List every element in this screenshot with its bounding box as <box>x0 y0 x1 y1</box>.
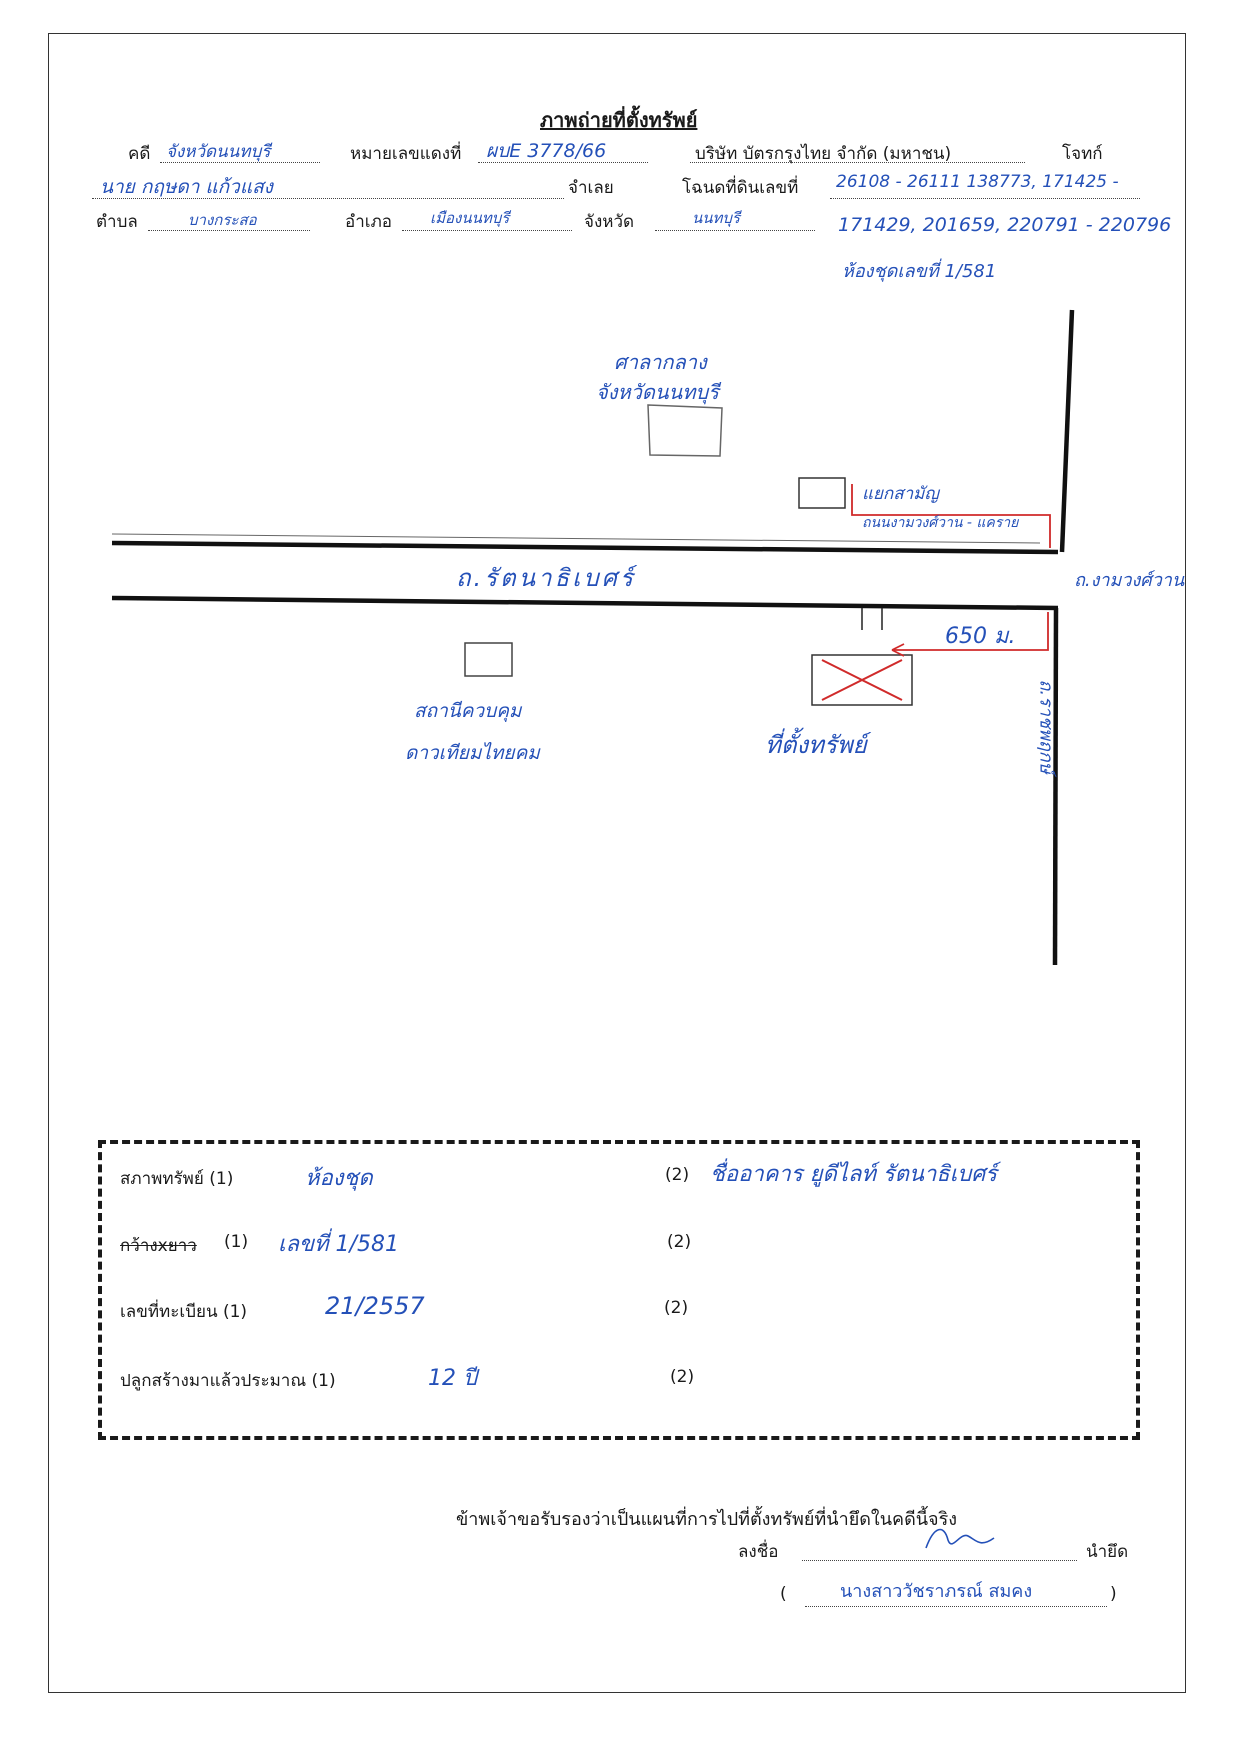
intersection-label-2: ถนนงามวงศ์วาน - แคราย <box>862 515 1019 531</box>
province-dotline <box>655 230 815 231</box>
station-label-2: ดาวเทียมไทยคม <box>405 742 540 764</box>
intersection-box <box>798 477 846 509</box>
name-open: ( <box>780 1584 787 1604</box>
road-right-top <box>1059 309 1075 553</box>
condition-value-2: ชื่ออาคาร ยูดีไลท์ รัตนาธิเบศร์ <box>710 1162 997 1187</box>
size-num-1: (1) <box>224 1232 249 1252</box>
red-no-label: หมายเลขแดงที่ <box>350 144 462 164</box>
subdistrict-value: บางกระสอ <box>188 211 257 229</box>
road-right-label: ถ.งามวงศ์วาน <box>1074 570 1185 591</box>
built-label: ปลูกสร้างมาแล้วประมาณ (1) <box>120 1371 336 1391</box>
province-value: นนทบุรี <box>692 209 740 227</box>
sign-dotline <box>802 1560 1077 1561</box>
registration-value-1: 21/2557 <box>325 1292 425 1320</box>
document-frame <box>48 33 1186 1693</box>
sign-role: นำยึด <box>1086 1542 1129 1562</box>
province-label: จังหวัด <box>584 212 635 232</box>
road-vertical-label: ถ.ราชพฤกษ์ <box>1035 679 1057 774</box>
red-no-value: ผบE 3778/66 <box>486 140 607 162</box>
deed-value-line1: 26108 - 26111 138773, 171425 - <box>836 172 1119 192</box>
station-box <box>464 642 513 677</box>
intersection-bracket <box>851 484 1051 548</box>
property-box <box>811 654 913 706</box>
plaintiff-label: โจทก์ <box>1062 144 1103 164</box>
intersection-label-1: แยกสามัญ <box>862 484 939 504</box>
plaintiff-name: บริษัท บัตรกรุงไทย จำกัด (มหาชน) <box>695 144 952 164</box>
case-dotline <box>160 162 320 163</box>
sign-label: ลงชื่อ <box>738 1542 779 1562</box>
deed-label: โฉนดที่ดินเลขที่ <box>682 178 799 198</box>
district-dotline <box>402 230 572 231</box>
subdistrict-label: ตำบล <box>96 212 138 232</box>
road-main-label: ถ.รัตนาธิเบศร์ <box>456 564 636 592</box>
registration-label: เลขที่ทะเบียน (1) <box>120 1302 248 1322</box>
page-title: ภาพถ่ายที่ตั้งทรัพย์ <box>540 108 698 132</box>
condition-label: สภาพทรัพย์ (1) <box>120 1169 234 1189</box>
city-hall-label-2: จังหวัดนนทบุรี <box>596 380 719 404</box>
subdistrict-dotline <box>148 230 310 231</box>
road-lower-edge <box>111 595 1059 611</box>
property-details-box <box>98 1140 1140 1440</box>
signature-mark <box>925 1528 995 1549</box>
district-value: เมืองนนทบุรี <box>430 209 510 227</box>
distance-arrow-head <box>891 643 905 657</box>
name-close: ) <box>1110 1584 1117 1604</box>
defendant-label: จำเลย <box>568 178 614 198</box>
built-value-1: 12 ปี <box>428 1366 477 1391</box>
condition-value-1: ห้องชุด <box>305 1166 373 1191</box>
case-label: คดี <box>128 144 151 164</box>
distance-label: 650 ม. <box>945 624 1016 649</box>
defendant-value: นาย กฤษดา แก้วแสง <box>100 176 273 198</box>
station-label-1: สถานีควบคุม <box>414 700 522 722</box>
property-label: ที่ตั้งทรัพย์ <box>765 731 867 759</box>
property-cross <box>821 659 903 701</box>
deed-value-line3: ห้องชุดเลขที่ 1/581 <box>842 261 997 282</box>
case-value: จังหวัดนนทบุรี <box>166 142 271 162</box>
plaintiff-dotline <box>690 162 1025 163</box>
deed-value-line2: 171429, 201659, 220791 - 220796 <box>838 214 1172 236</box>
registration-num-2: (2) <box>664 1298 689 1318</box>
entrance-ticks <box>861 608 883 630</box>
red-no-dotline <box>478 162 648 163</box>
size-num-2: (2) <box>667 1232 692 1252</box>
road-upper-edge <box>111 540 1059 555</box>
city-hall-box <box>647 404 723 457</box>
size-label-struck: กว้างxยาว <box>120 1236 197 1256</box>
name-dotline <box>805 1606 1107 1607</box>
road-right-bottom <box>1052 607 1059 966</box>
defendant-dotline <box>92 198 564 199</box>
deed-dotline <box>830 198 1140 199</box>
district-label: อำเภอ <box>345 212 392 232</box>
signer-name: นางสาววัชราภรณ์ สมคง <box>840 1581 1033 1602</box>
condition-num-2: (2) <box>665 1165 690 1185</box>
size-value-1: เลขที่ 1/581 <box>278 1232 399 1257</box>
distance-arrow-line <box>892 612 1049 651</box>
city-hall-label-1: ศาลากลาง <box>614 350 707 374</box>
built-num-2: (2) <box>670 1367 695 1387</box>
certification-text: ข้าพเจ้าขอรับรองว่าเป็นแผนที่การไปที่ตั้… <box>456 1509 958 1530</box>
road-upper-thin <box>111 533 1041 544</box>
